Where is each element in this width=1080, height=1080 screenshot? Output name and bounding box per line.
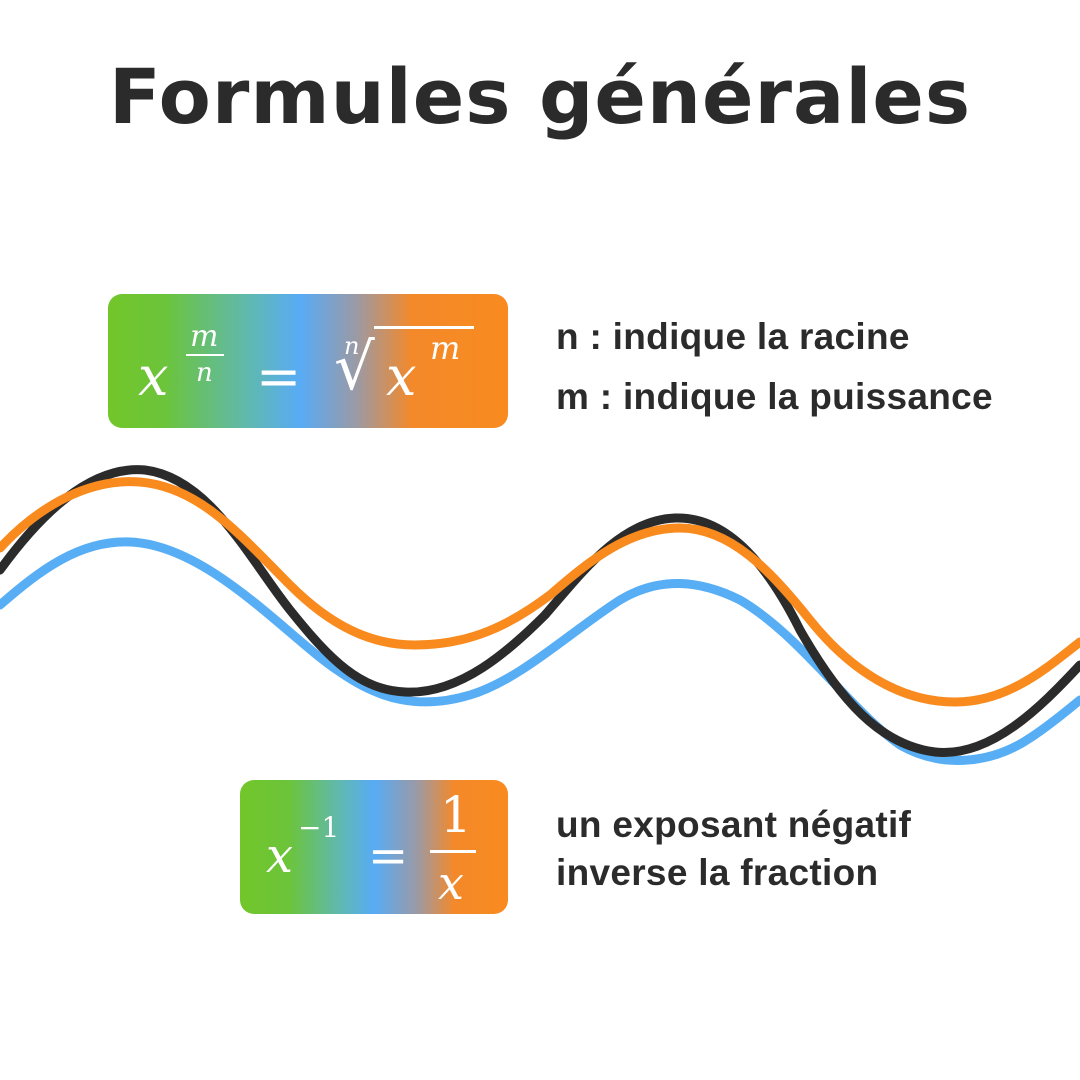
formula-negative-exponent: x −1 = 1 x: [240, 780, 508, 914]
formula1-radical-sign: √: [334, 331, 375, 405]
note-negative-exponent-line2: inverse la fraction: [556, 852, 879, 893]
formula2-denominator: x: [438, 856, 464, 910]
formula-fractional-exponent: x m n = n √ x m: [108, 294, 508, 428]
formula1-equals: =: [256, 345, 302, 408]
blue-wave: [0, 537, 1080, 765]
formula1-exp-numerator: m: [190, 319, 219, 354]
note-m-power: m : indique la puissance: [556, 376, 993, 417]
page-title: Formules générales: [108, 52, 972, 141]
formula1-base: x: [138, 345, 169, 408]
formula2-base: x: [266, 828, 294, 884]
note-n-root: n : indique la racine: [556, 316, 910, 357]
formula2-exponent: −1: [298, 811, 340, 844]
formula1-radicand-exp: m: [430, 329, 461, 367]
black-wave: [0, 465, 1080, 757]
orange-wave: [0, 477, 1080, 707]
formula1-exp-denominator: n: [196, 358, 213, 388]
formula2-fraction-bar: [430, 850, 476, 853]
formula1-exp-fraction-bar: [186, 354, 224, 356]
formula2-numerator: 1: [440, 786, 472, 844]
formula1-radical-bar: [374, 326, 474, 329]
formula1-root-index: n: [344, 332, 360, 360]
note-negative-exponent-line1: un exposant négatif: [556, 804, 912, 845]
formula2-equals: =: [368, 828, 409, 884]
formula1-radicand-base: x: [386, 345, 417, 408]
